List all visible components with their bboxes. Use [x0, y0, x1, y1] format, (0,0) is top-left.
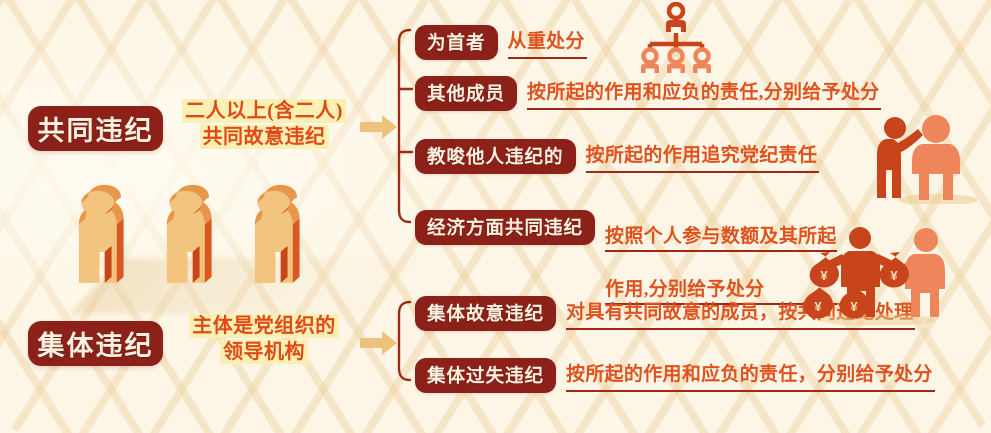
- branch-desc-economic: 按照个人参与数额及其所起 作用,分别给予处分: [605, 196, 839, 333]
- branch-row-leader: 为首者 从重处分: [415, 25, 587, 60]
- definition-collective-violation: 主体是党组织的 领导机构: [170, 313, 358, 366]
- org-chart-icon: [641, 2, 711, 73]
- definition-collective-line-1: 主体是党组织的: [189, 314, 339, 338]
- svg-text:¥: ¥: [850, 299, 858, 314]
- branch-tag-collective-negligent[interactable]: 集体过失违纪: [415, 358, 557, 393]
- branch-tag-collective-intentional[interactable]: 集体故意违纪: [415, 296, 557, 331]
- brace-connector-collective: [397, 300, 412, 382]
- branch-desc-other-members: 按所起的作用和应负的责任,分别给予处分: [527, 78, 882, 110]
- branch-desc-economic-line-2: 作用,分别给予处分: [605, 277, 837, 306]
- definition-line-1: 二人以上(含二人): [182, 99, 346, 123]
- brace-connector-joint: [397, 28, 414, 224]
- branch-row-economic: 经济方面共同违纪 按照个人参与数额及其所起 作用,分别给予处分: [415, 204, 839, 333]
- branch-tag-incitement[interactable]: 教唆他人违纪的: [415, 139, 576, 174]
- svg-text:¥: ¥: [814, 299, 822, 314]
- definition-joint-violation: 二人以上(含二人) 共同故意违纪: [170, 98, 358, 151]
- right-arrow-icon: [360, 115, 397, 139]
- branch-row-incitement: 教唆他人违纪的 按所起的作用追究党纪责任: [415, 139, 820, 174]
- branch-tag-leader[interactable]: 为首者: [415, 25, 498, 60]
- branch-row-collective-negligent: 集体过失违纪 按所起的作用和应负的责任，分别给予处分: [415, 358, 935, 393]
- svg-text:¥: ¥: [820, 268, 828, 283]
- branch-desc-incitement: 按所起的作用追究党纪责任: [585, 141, 820, 173]
- right-arrow-icon-collective: [360, 331, 397, 355]
- money-bag-exchange-icon: ¥ ¥ ¥ ¥: [803, 227, 945, 325]
- definition-collective-line-2: 领导机构: [220, 340, 308, 365]
- branch-row-other-members: 其他成员 按所起的作用和应负的责任,分别给予处分: [415, 76, 882, 111]
- branch-desc-leader: 从重处分: [507, 27, 587, 59]
- category-label-collective-violation[interactable]: 集体违纪: [28, 321, 163, 366]
- branch-desc-collective-negligent: 按所起的作用和应负的责任，分别给予处分: [566, 360, 935, 392]
- three-standing-people-icon: [78, 184, 300, 283]
- branch-tag-economic[interactable]: 经济方面共同违纪: [415, 210, 596, 245]
- branch-tag-other-members[interactable]: 其他成员: [415, 76, 518, 111]
- definition-line-2: 共同故意违纪: [199, 125, 329, 150]
- instigation-whisper-icon: [877, 115, 978, 204]
- category-label-joint-violation[interactable]: 共同违纪: [28, 106, 163, 151]
- svg-text:¥: ¥: [890, 268, 898, 283]
- branch-desc-economic-line-1: 按照个人参与数额及其所起: [605, 224, 837, 252]
- branch-row-collective-intentional: 集体故意违纪 对具有共同故意的成员，按共同违纪处理: [415, 296, 916, 331]
